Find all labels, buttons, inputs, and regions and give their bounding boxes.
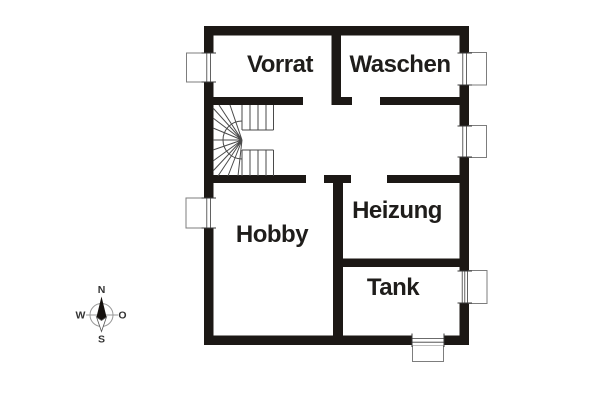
- window-light-well: [412, 345, 444, 362]
- window-light-well: [468, 52, 487, 86]
- window-opening: [459, 53, 471, 85]
- window-opening: [203, 198, 215, 228]
- outer-walls: [204, 26, 469, 345]
- room-label-vorrat: Vorrat: [247, 51, 313, 78]
- window-bottom: [411, 333, 445, 362]
- wall-hobby-heizung: [333, 175, 343, 336]
- window-waschen-right: [457, 52, 487, 86]
- stair-arc: [222, 120, 243, 160]
- compass-label-north: N: [98, 284, 106, 296]
- stair-lower-flight: [241, 149, 274, 176]
- room-label-hobby: Hobby: [236, 221, 309, 248]
- window-hobby-left: [185, 197, 216, 229]
- wall-heizung-top: [387, 175, 460, 183]
- compass-needle-south: [95, 315, 108, 333]
- wall-outer-right: [459, 26, 469, 345]
- compass-label-south: S: [98, 334, 105, 346]
- room-label-heizung: Heizung: [352, 197, 442, 224]
- wall-stub-center-top: [331, 97, 352, 105]
- compass-label-west: W: [76, 310, 86, 322]
- wall-stairs-top: [204, 97, 303, 105]
- wall-outer-left: [204, 26, 214, 345]
- window-light-well: [186, 52, 204, 83]
- wall-outer-top: [204, 26, 469, 36]
- compass-needle-north: [96, 296, 107, 321]
- room-labels: Vorrat Waschen Heizung Hobby Tank: [236, 51, 451, 301]
- wall-vorrat-waschen: [331, 33, 341, 105]
- window-opening: [412, 335, 444, 346]
- compass-label-east: O: [118, 310, 126, 322]
- room-label-waschen: Waschen: [350, 51, 451, 78]
- staircase: [212, 104, 274, 177]
- wall-heizung-tank: [343, 258, 460, 267]
- window-light-well: [468, 270, 488, 304]
- room-label-tank: Tank: [367, 274, 420, 301]
- window-vorrat-left: [186, 52, 216, 83]
- wall-outer-bottom: [204, 335, 469, 345]
- windows: [185, 52, 488, 362]
- stair-winder-lines: [212, 104, 243, 177]
- window-opening: [459, 126, 471, 157]
- stair-upper-flight: [241, 105, 274, 131]
- window-tank-right: [457, 270, 488, 304]
- window-light-well: [185, 197, 204, 229]
- window-opening: [203, 53, 215, 82]
- window-hall-right: [457, 125, 487, 158]
- wall-waschen-bottom: [380, 97, 460, 105]
- window-light-well: [468, 125, 487, 158]
- interior-walls: [204, 33, 460, 336]
- compass-rose: N W O S: [76, 284, 127, 346]
- wall-hobby-top: [204, 175, 306, 183]
